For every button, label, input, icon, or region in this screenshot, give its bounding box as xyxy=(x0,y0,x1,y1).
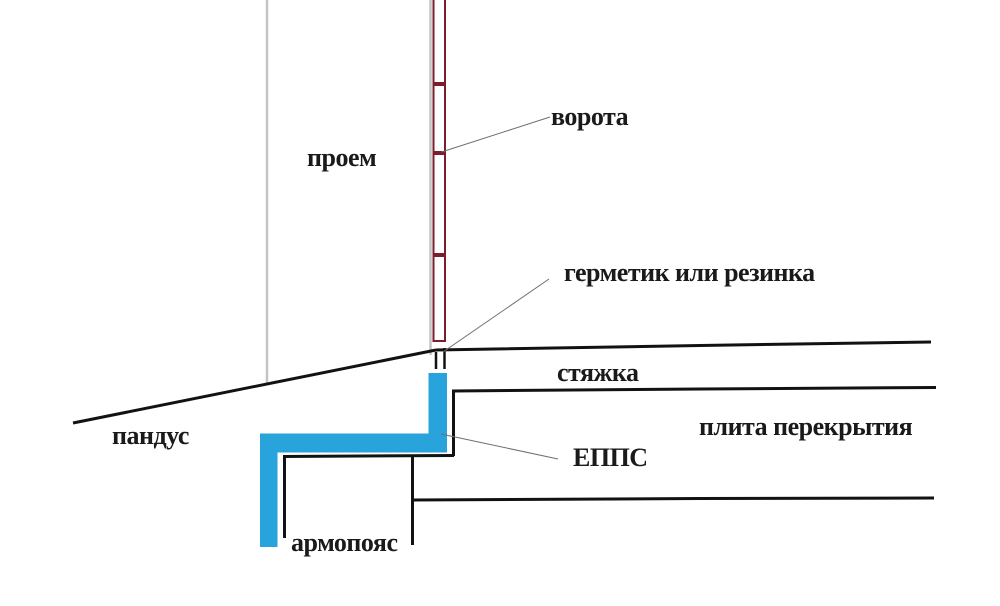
slab-bottom-line xyxy=(411,496,935,502)
label-epps: ЕППС xyxy=(573,443,648,472)
label-floor-slab: плита перекрытия xyxy=(699,412,913,441)
label-gate: ворота xyxy=(551,102,629,131)
armored-belt-top-line xyxy=(282,454,455,458)
label-opening: проем xyxy=(307,143,377,172)
gate-panel xyxy=(432,0,446,84)
gate-panel xyxy=(432,153,446,255)
gate-panels xyxy=(432,0,446,342)
gate-leader-line xyxy=(441,116,551,153)
label-armored-belt: армопояс xyxy=(291,528,398,557)
slab-outline xyxy=(452,386,937,456)
label-screed: стяжка xyxy=(557,358,639,387)
label-ramp: пандус xyxy=(112,421,189,450)
epps-insulation-shape xyxy=(260,373,447,547)
epps-leader-line xyxy=(440,433,559,460)
gate-panel xyxy=(432,255,446,342)
label-sealant: герметик или резинка xyxy=(564,258,815,287)
gate-panel xyxy=(432,84,446,153)
screed-top-line xyxy=(435,340,932,352)
ramp-line xyxy=(72,348,437,425)
sealant-leader-line xyxy=(442,278,550,353)
